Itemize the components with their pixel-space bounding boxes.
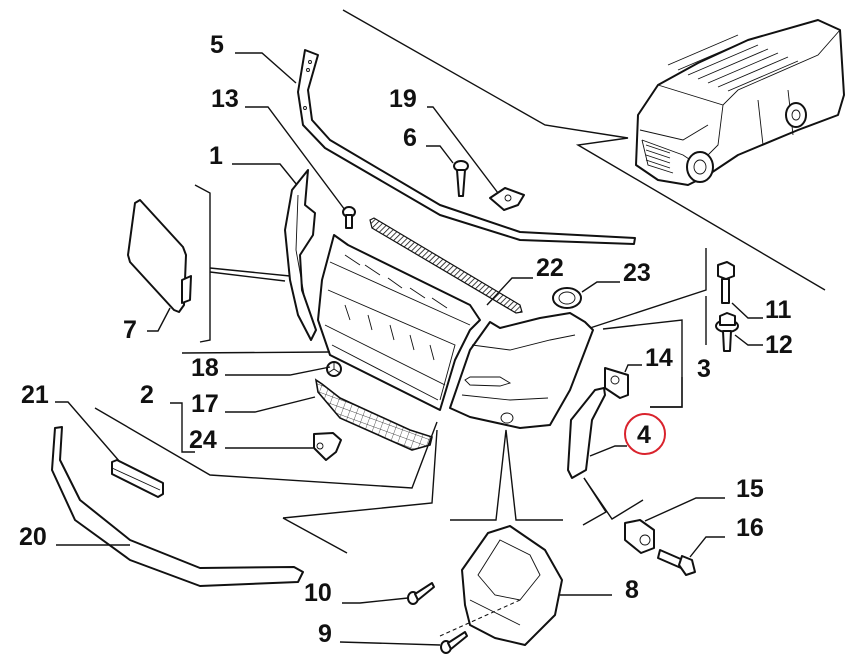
part-11-hex-bolt xyxy=(717,261,735,304)
callout-7[interactable]: 7 xyxy=(123,316,137,344)
part-12-flange-bolt xyxy=(715,312,739,352)
part-17-lower-grille xyxy=(314,378,433,451)
leader-lines xyxy=(55,52,763,646)
callout-8[interactable]: 8 xyxy=(625,576,639,604)
part-3-bumper-corner-right xyxy=(449,312,594,429)
part-24-bracket xyxy=(313,432,342,461)
part-21-spacer-strip xyxy=(111,459,164,498)
callout-21[interactable]: 21 xyxy=(21,381,49,409)
callout-10[interactable]: 10 xyxy=(304,579,332,607)
callout-17[interactable]: 17 xyxy=(191,390,219,418)
callout-14[interactable]: 14 xyxy=(645,344,673,372)
part-16-bolt xyxy=(657,549,696,576)
callout-19[interactable]: 19 xyxy=(389,85,417,113)
part-10-screw xyxy=(407,582,435,605)
callout-16[interactable]: 16 xyxy=(736,514,764,542)
part-7-tow-hook-cover xyxy=(127,199,192,313)
part-4-wheel-arch-extension xyxy=(567,387,606,479)
callout-6[interactable]: 6 xyxy=(403,124,417,152)
callout-22[interactable]: 22 xyxy=(536,254,564,282)
van-overview-illustration xyxy=(635,19,845,186)
highlight-circle xyxy=(624,413,666,455)
callout-20[interactable]: 20 xyxy=(19,523,47,551)
part-9-screw xyxy=(440,631,468,654)
callout-15[interactable]: 15 xyxy=(736,475,764,503)
callout-labels: 5 13 19 6 1 7 22 23 11 12 18 2 17 24 14 … xyxy=(19,31,793,648)
callout-23[interactable]: 23 xyxy=(623,259,651,287)
callout-24[interactable]: 24 xyxy=(189,426,217,454)
callout-2[interactable]: 2 xyxy=(140,381,154,409)
callout-18[interactable]: 18 xyxy=(191,354,219,382)
part-1-bumper-corner-left xyxy=(284,169,317,341)
part-5-upper-trim-strip xyxy=(297,49,636,245)
section-outline-lines xyxy=(94,9,826,554)
part-2-central-grille xyxy=(317,234,481,411)
callout-5[interactable]: 5 xyxy=(210,31,224,59)
part-20-lower-spoiler xyxy=(51,426,304,587)
callout-3[interactable]: 3 xyxy=(697,355,711,383)
callout-1[interactable]: 1 xyxy=(209,142,223,170)
callout-11[interactable]: 11 xyxy=(765,296,792,324)
callout-12[interactable]: 12 xyxy=(765,331,793,359)
callout-9[interactable]: 9 xyxy=(318,620,332,648)
part-23-grommet xyxy=(552,287,582,309)
callout-4[interactable]: 4 xyxy=(637,421,651,449)
part-15-cage-nut xyxy=(624,519,655,554)
part-8-fog-lamp-housing xyxy=(439,525,563,646)
part-13-push-clip xyxy=(342,206,356,229)
part-18-badge xyxy=(326,361,342,377)
callout-13[interactable]: 13 xyxy=(211,85,239,113)
part-22-grille-mesh-strip xyxy=(369,217,523,314)
part-6-screw xyxy=(453,160,469,197)
part-19-spring-nut-clip xyxy=(489,187,525,211)
part-14-clip-nut xyxy=(604,367,629,399)
